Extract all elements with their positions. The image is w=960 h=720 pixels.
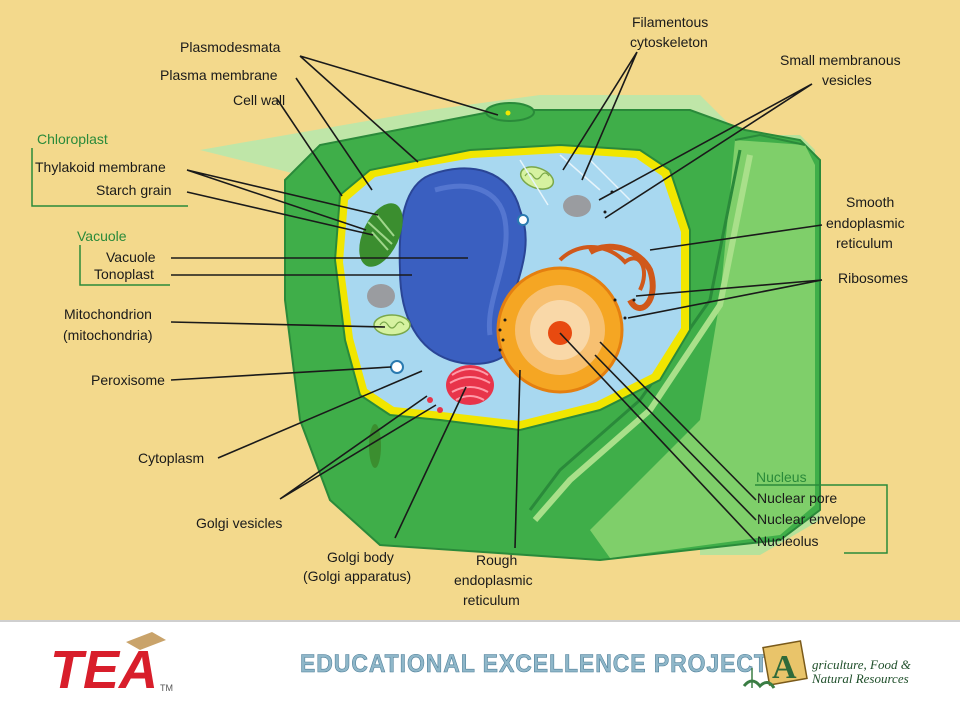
cell-wall-side — [590, 140, 815, 558]
label-smooth-er-1: Smooth — [846, 194, 894, 210]
label-plasma-membrane: Plasma membrane — [160, 67, 278, 83]
landscape-icon — [742, 679, 776, 689]
diagram-area: Plasmodesmata Plasma membrane Cell wall … — [31, 14, 909, 608]
label-cytoplasm: Cytoplasm — [138, 450, 204, 466]
agriculture-line-1: griculture, Food & — [812, 657, 911, 672]
label-rough-er-1: Rough — [476, 552, 517, 568]
label-filamentous: Filamentous — [632, 14, 708, 30]
label-rough-er-2: endoplasmic — [454, 572, 533, 588]
label-small-vesicles-2: vesicles — [822, 72, 872, 88]
label-golgi-body: Golgi body — [327, 549, 394, 565]
group-vacuole: Vacuole — [77, 228, 127, 244]
label-nuclear-pore: Nuclear pore — [757, 490, 837, 506]
tea-logo-text: TEA — [50, 640, 158, 700]
nucleus — [496, 266, 624, 394]
smooth-er — [588, 243, 656, 311]
label-mitochondria: (mitochondria) — [63, 327, 152, 343]
label-mitochondrion: Mitochondrion — [64, 306, 152, 322]
agriculture-logo: A — [742, 640, 808, 689]
agriculture-letter-a: A — [772, 649, 797, 686]
label-golgi-vesicles: Golgi vesicles — [196, 515, 282, 531]
graduation-cap-icon — [126, 632, 166, 650]
group-chloroplast: Chloroplast — [37, 131, 108, 147]
leader-lines — [170, 51, 823, 549]
label-nuclear-envelope: Nuclear envelope — [757, 511, 866, 527]
label-rough-er-3: reticulum — [463, 592, 520, 608]
footer-title: EDUCATIONAL EXCELLENCE PROJECT — [300, 650, 769, 679]
agriculture-text: griculture, Food & Natural Resources — [812, 658, 911, 686]
label-cell-wall: Cell wall — [233, 92, 285, 108]
label-nucleolus: Nucleolus — [757, 533, 818, 549]
label-golgi-apparatus: (Golgi apparatus) — [303, 568, 411, 584]
label-peroxisome: Peroxisome — [91, 372, 165, 388]
label-vacuole: Vacuole — [106, 249, 156, 265]
vacuole — [398, 167, 527, 365]
label-thylakoid: Thylakoid membrane — [35, 159, 166, 175]
group-brackets — [31, 148, 888, 554]
mitochondrion — [373, 314, 411, 336]
starch-grain — [367, 284, 395, 308]
golgi-body — [446, 365, 494, 405]
tea-logo: TEA — [50, 632, 166, 700]
label-tonoplast: Tonoplast — [94, 266, 154, 282]
label-smooth-er-2: endoplasmic — [826, 215, 905, 231]
label-cytoskeleton: cytoskeleton — [630, 34, 708, 50]
agriculture-line-2: Natural Resources — [812, 671, 909, 686]
peroxisome — [390, 360, 404, 374]
trademark: TM — [160, 683, 173, 693]
label-starch-grain: Starch grain — [96, 182, 171, 198]
agriculture-badge — [762, 640, 808, 686]
labels: Plasmodesmata Plasma membrane Cell wall … — [35, 14, 908, 608]
cytoskeleton-filaments — [519, 154, 631, 206]
group-nucleus: Nucleus — [756, 469, 807, 485]
label-ribosomes: Ribosomes — [838, 270, 908, 286]
label-smooth-er-3: reticulum — [836, 235, 893, 251]
label-plasmodesmata: Plasmodesmata — [180, 39, 281, 55]
plant-cell-diagram: Plasmodesmata Plasma membrane Cell wall … — [31, 14, 908, 608]
label-small-vesicles-1: Small membranous — [780, 52, 901, 68]
